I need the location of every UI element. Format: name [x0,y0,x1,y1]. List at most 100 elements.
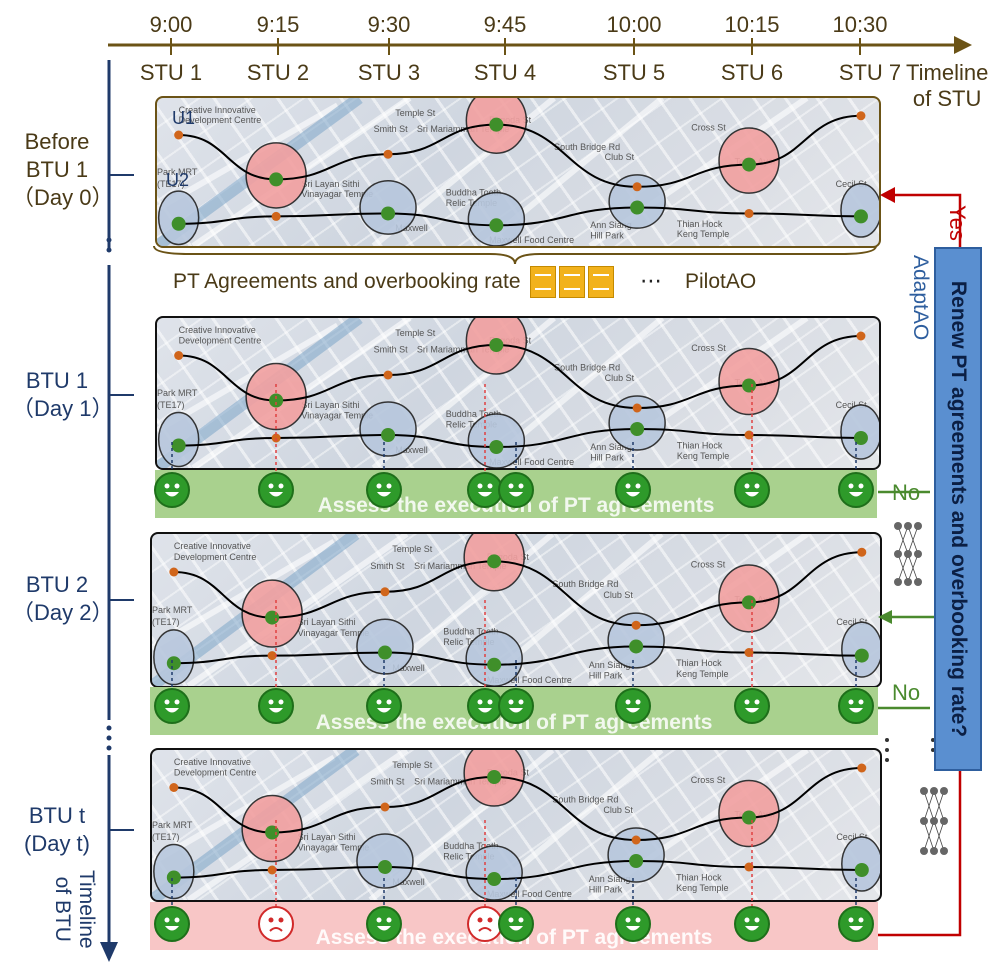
happy-face-icon [615,906,651,942]
route-node [744,862,754,872]
stu-label: STU 3 [357,60,421,85]
route-node [166,870,181,885]
map-label: Sri Layan Sithi [301,179,359,189]
stu-label: STU 6 [720,60,784,85]
map-label: Vinayagar Temple [298,628,370,638]
map-label: Maxwell [392,877,425,887]
map-label: Maxwell [392,663,425,673]
map-label: Thian Hock [677,441,723,451]
unhappy-face-icon [258,906,294,942]
route-node [489,338,504,352]
agreement-docs-icon [530,266,617,298]
happy-face-icon [734,906,770,942]
map-label: Vinayagar Temple [298,843,370,853]
route-node [854,863,869,877]
map-label: (TE17) [157,400,185,410]
route-node [377,860,392,874]
route-node [383,149,393,159]
route-node [489,117,504,132]
route-node [271,211,281,221]
happy-face-icon [734,688,770,724]
happy-face-icon [366,906,402,942]
map-label: Relic Temple [446,198,497,208]
map-label: Smith St [370,561,405,571]
route-node [269,393,284,408]
map-label: Relic Temple [446,420,497,430]
yes-label: Yes [945,205,970,241]
map-label: Cecil St [836,832,868,842]
map-label: South Bridge Rd [554,142,620,152]
route-node [171,438,186,453]
map-label: Hill Park [589,670,623,680]
map-label: Cecil St [836,400,868,410]
map-label: Maxwell [395,223,428,233]
row-label-btu2: BTU 2（Day 2） [12,572,114,625]
route-node [267,651,277,661]
map-label: Buddha Tooth [446,409,501,419]
route-node [169,783,179,792]
row-label-btu1: BTU 1（Day 1） [12,368,114,421]
map-label: Park MRT [152,820,193,830]
map-label: Thian Hock [676,873,722,883]
no-label-2: No [892,680,921,705]
stu-label: STU 7 [838,60,902,85]
route-node [742,157,757,172]
route-node [853,209,868,224]
route-node [854,648,869,663]
map-label: Relic Temple [443,852,494,862]
happy-face-icon [838,688,874,724]
map-label: Cross St [691,123,726,133]
neural-network-icon [920,787,948,855]
route-node [169,567,179,577]
map-label: (TE17) [157,179,185,189]
map-label: Ann Siang [589,660,631,670]
route-node [631,835,641,845]
route-node [856,331,866,341]
map-label: Thian Hock [676,658,722,668]
route-node [741,595,756,610]
map-label: (TE17) [152,832,180,842]
pilotao-label: PilotAO [685,270,757,293]
map-label: South Bridge Rd [552,795,618,805]
map-label: Development Centre [179,115,262,125]
map-label: Development Centre [179,336,262,346]
map-label: Hill Park [589,885,623,895]
map-label: Temple St [395,328,436,338]
stu-label: STU 4 [473,60,537,85]
stu-label: STU 1 [139,60,203,85]
ellipsis: ⋯ [640,268,662,293]
neural-network-icon [894,522,922,586]
renew-decision-box: Renew PT agreements and overbooking rate… [934,247,982,771]
happy-face-icon [838,906,874,942]
route-node [269,172,284,187]
route-node [632,403,642,413]
happy-face-icon [838,472,874,508]
happy-face-icon [258,688,294,724]
route-node [174,351,184,360]
map-label: Development Centre [174,552,257,562]
map-label: Temple St [395,108,436,118]
time-tick-label: 9:15 [256,12,300,37]
map-label: Hill Park [590,231,624,241]
unhappy-face-icon [467,906,503,942]
route-node [166,656,181,671]
map-label: Ann Siang [590,220,632,230]
map-label: Club St [605,152,635,162]
happy-face-icon [615,472,651,508]
map-label: Park MRT [152,605,193,615]
happy-face-icon [258,472,294,508]
happy-face-icon [366,688,402,724]
happy-face-icon [154,688,190,724]
map-label: Hill Park [590,453,624,463]
map-street [157,102,339,212]
time-tick-label: 10:00 [606,12,662,37]
map-label: Maxwell Food Centre [489,235,574,245]
map-label: Vinayagar Temple [301,189,373,199]
faces-btu2 [0,688,997,724]
map-label: Thian Hock [677,219,723,229]
map-label: Buddha Tooth [443,626,498,636]
time-tick-label: 10:15 [724,12,780,37]
time-tick-label: 9:45 [483,12,527,37]
